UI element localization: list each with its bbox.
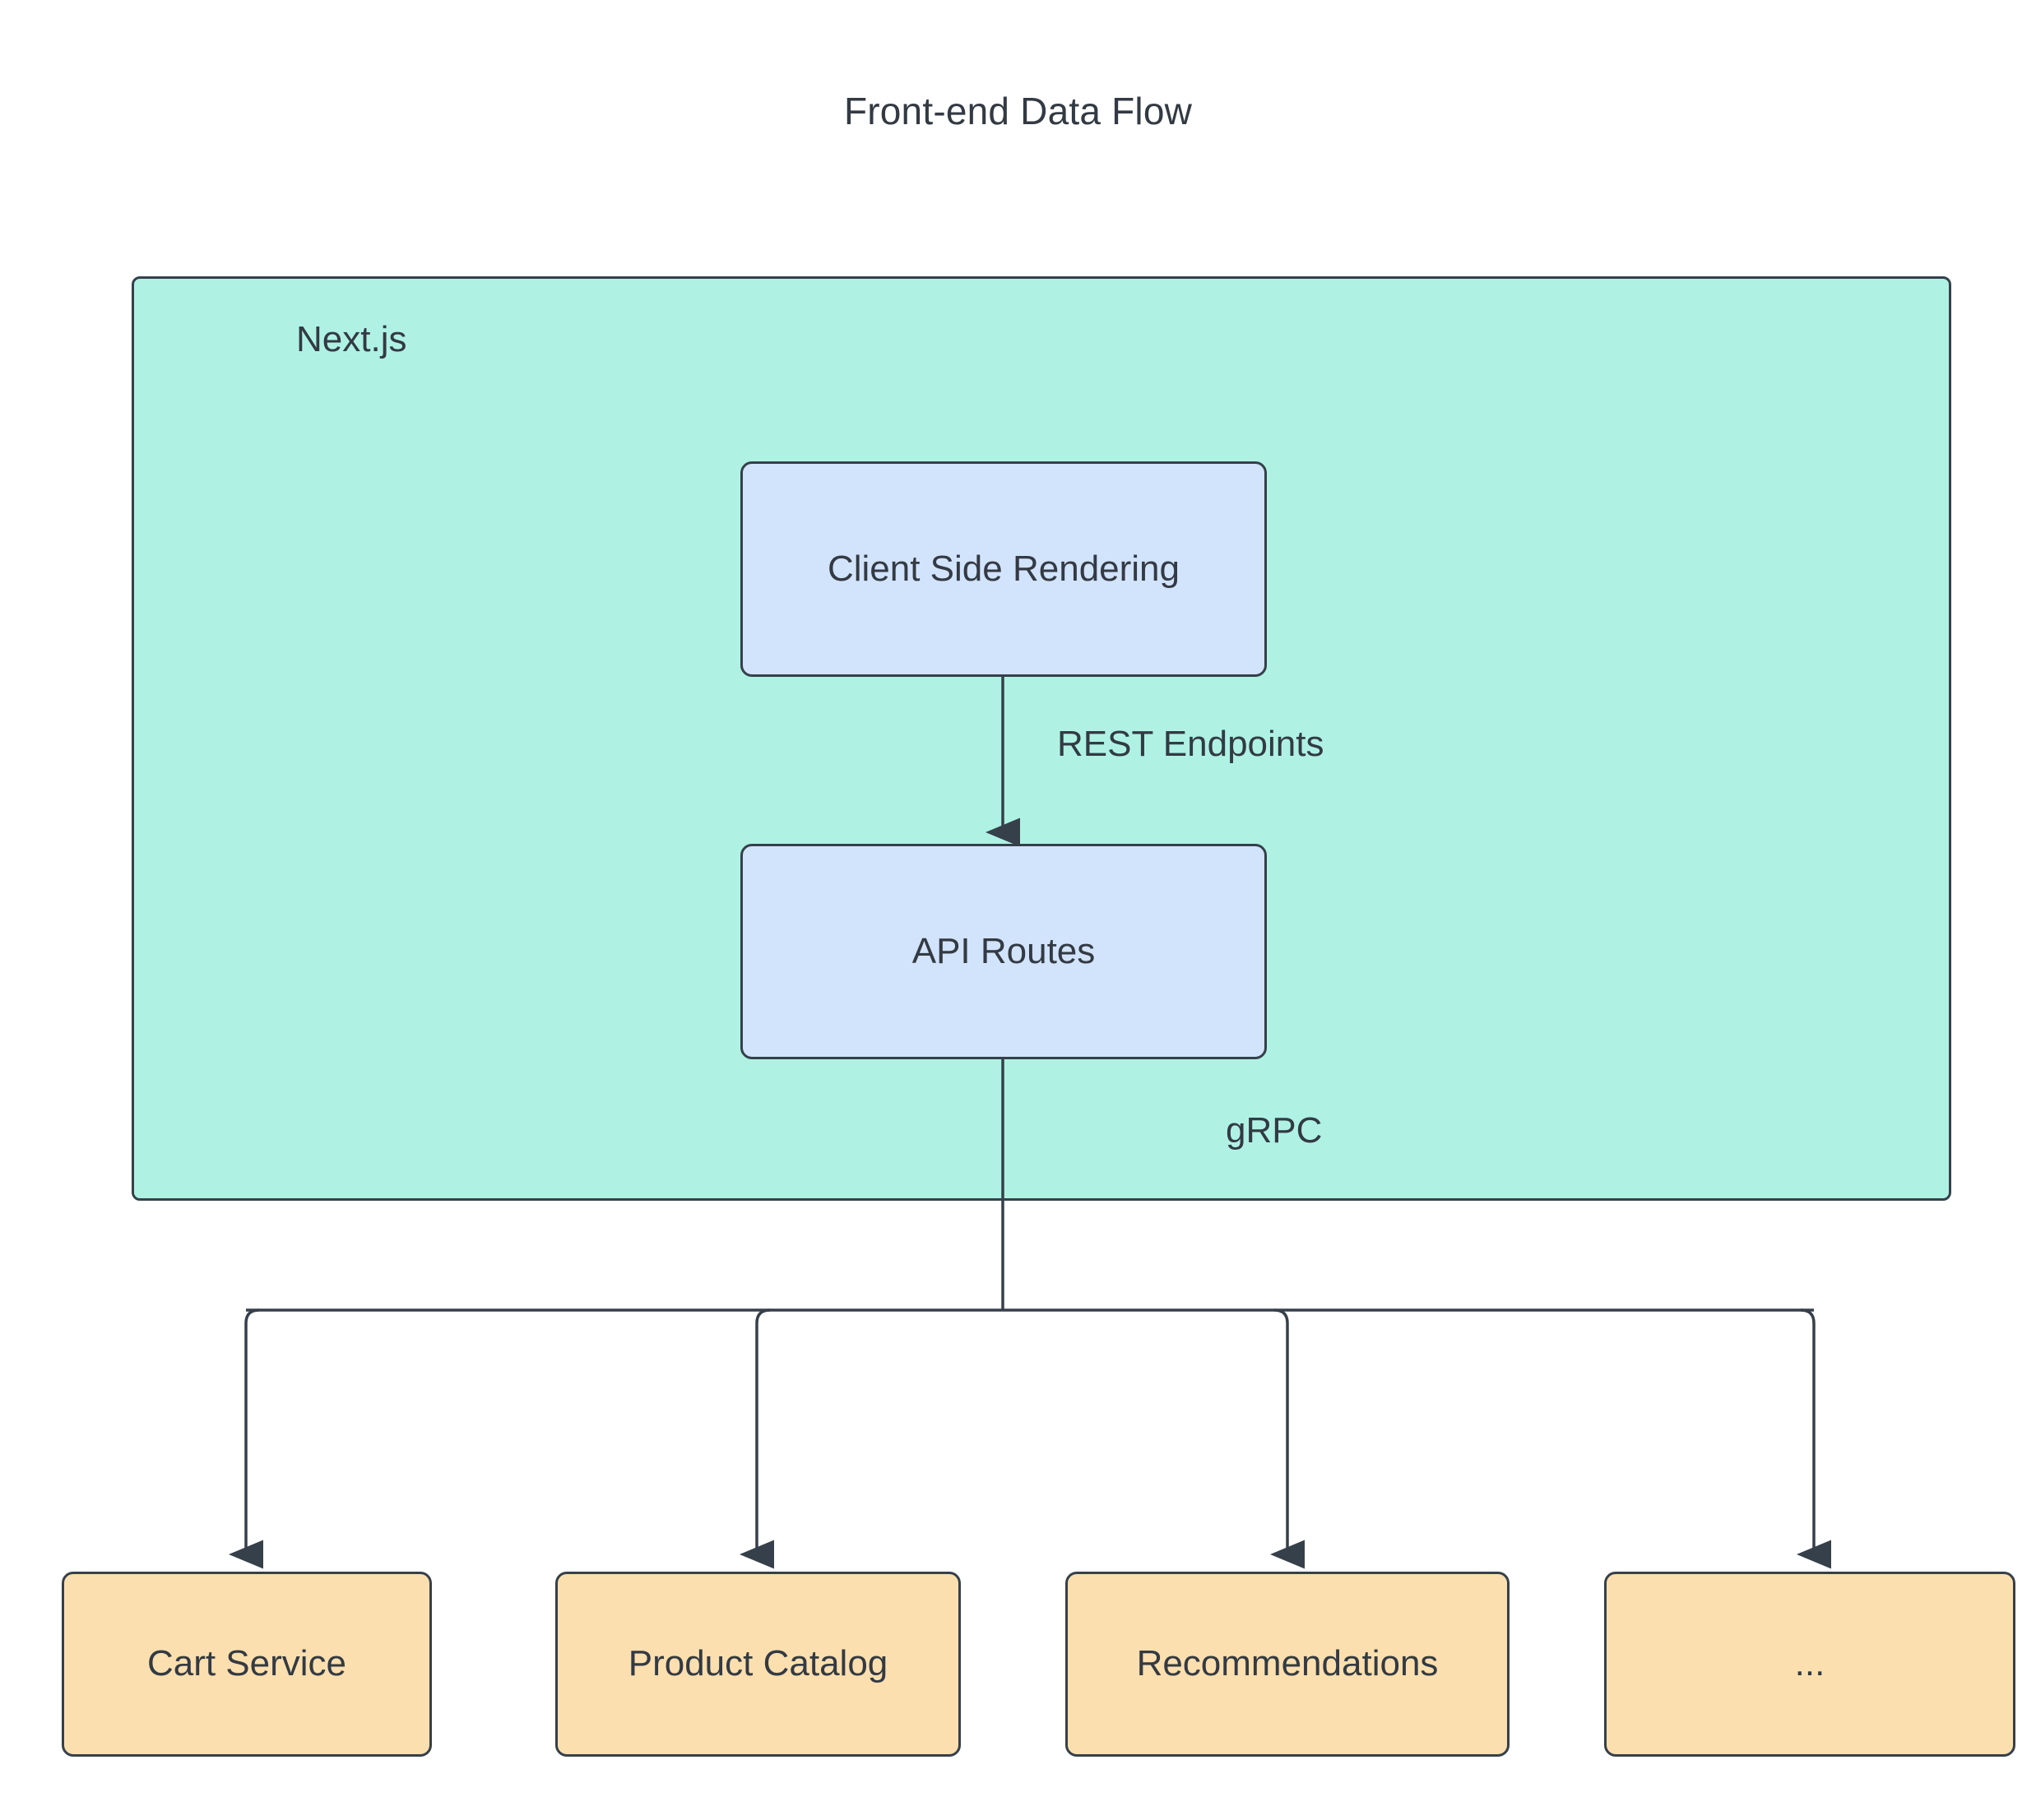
edge-api-to-recommendations <box>1270 1308 1305 1569</box>
node-cart-service[interactable]: Cart Service <box>62 1572 432 1757</box>
node-more-services[interactable]: ... <box>1604 1572 2015 1757</box>
subgraph-nextjs-label: Next.js <box>296 319 407 359</box>
edge-label-grpc: gRPC <box>1226 1110 1323 1151</box>
edge-api-to-cart <box>229 1308 263 1569</box>
node-product-catalog[interactable]: Product Catalog <box>555 1572 961 1757</box>
node-client-side-rendering[interactable]: Client Side Rendering <box>740 461 1267 677</box>
node-api-routes[interactable]: API Routes <box>740 844 1267 1059</box>
edge-label-rest-endpoints: REST Endpoints <box>1057 724 1324 764</box>
subgraph-nextjs <box>132 276 1951 1201</box>
diagram-title: Front-end Data Flow <box>843 90 1193 132</box>
node-recommendations[interactable]: Recommendations <box>1065 1572 1510 1757</box>
edge-api-to-more <box>1797 1308 1831 1569</box>
edge-api-to-catalog <box>740 1308 774 1569</box>
